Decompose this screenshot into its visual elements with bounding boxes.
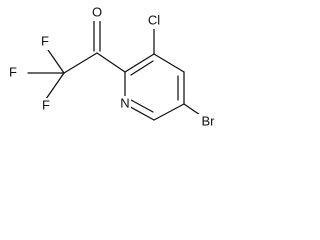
- bond-layer: [27, 18, 204, 121]
- chlorine-label-bg: [144, 13, 164, 29]
- nitrogen-label-bg: [119, 96, 131, 112]
- bromine-label: Br: [202, 113, 216, 128]
- oxygen-label-bg: [91, 5, 103, 21]
- bromine-label-bg: [196, 114, 220, 131]
- fluorine-bottom-label: F: [42, 97, 50, 112]
- fluorine-top-label: F: [41, 33, 49, 48]
- carbonyl-pyridine-bond: [96, 52, 126, 73]
- ring-inner-double-3: [130, 99, 154, 113]
- ring-inner-double-1: [130, 60, 154, 76]
- fluorine-left-label: F: [9, 64, 17, 79]
- fluorine-bottom-label-bg: [40, 98, 52, 114]
- cf3-top-f-bond: [45, 46, 65, 74]
- cf3-bottom-f-bond: [45, 72, 65, 100]
- ring-bond-c2-c3: [124, 53, 155, 73]
- nitrogen-label: N: [120, 95, 129, 110]
- ring-bond-c3-c4: [153, 53, 185, 73]
- chemical-structure-canvas: O Cl N Br F F F: [0, 0, 227, 136]
- oxygen-label: O: [92, 4, 102, 19]
- fluorine-left-label-bg: [7, 65, 19, 81]
- chlorine-label: Cl: [148, 12, 160, 27]
- ring-bond-c5-c6: [153, 103, 185, 121]
- chemical-structure: O Cl N Br F F F: [7, 4, 220, 131]
- fluorine-top-label-bg: [39, 34, 51, 50]
- atom-labels: O Cl N Br F F F: [9, 4, 215, 128]
- cf3-carbonyl-bond: [63, 52, 98, 74]
- atom-label-backgrounds: [7, 5, 220, 131]
